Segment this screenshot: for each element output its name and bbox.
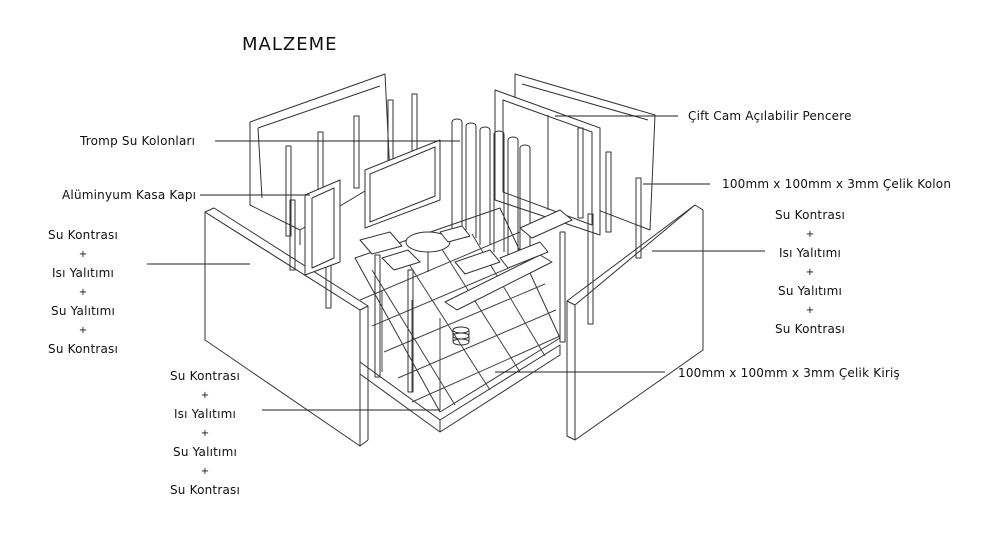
furniture [359,209,573,346]
floor-layers: Su Kontrası + Isı Yalıtımı + Su Yalıtımı… [165,367,245,500]
label-steel-beam: 100mm x 100mm x 3mm Çelik Kiriş [678,366,900,380]
layer-text: Su Kontrası [774,322,846,336]
layer-text: Isı Yalıtımı [173,407,237,421]
layer-text: Isı Yalıtımı [778,246,842,260]
layer-text: Su Yalıtımı [173,445,237,459]
left-wall-panel [204,207,369,447]
double-glazed-window [494,89,601,236]
plus-sign: + [78,287,88,298]
label-tromp-water-columns: Tromp Su Kolonları [80,134,196,148]
label-double-glazed-window: Çift Cam Açılabilir Pencere [688,109,852,123]
layer-text: Su Yalıtımı [778,284,842,298]
back-left-wall [249,73,391,245]
label-steel-column: 100mm x 100mm x 3mm Çelik Kolon [722,177,952,191]
layer-text: Su Kontrası [774,208,846,222]
right-wall-panel [566,204,704,441]
label-aluminum-door: Alüminyum Kasa Kapı [62,188,197,202]
plus-sign: + [805,267,815,278]
plus-sign: + [78,249,88,260]
trombe-water-columns [451,118,531,258]
aluminum-door [304,179,341,276]
leader-lines [147,115,765,411]
layer-text: Su Kontrası [48,342,119,356]
layer-text: Su Yalıtımı [51,304,115,318]
layer-text: Isı Yalıtımı [51,266,115,280]
layer-text: Su Kontrası [169,369,241,383]
page-title: MALZEME [242,34,338,55]
right-wall-layers: Su Kontrası + Isı Yalıtımı + Su Yalıtımı… [770,206,850,339]
plus-sign: + [78,325,88,336]
left-wall-layers: Su Kontrası + Isı Yalıtımı + Su Yalıtımı… [48,226,118,359]
plus-sign: + [200,390,210,401]
plus-sign: + [805,229,815,240]
layer-text: Su Kontrası [169,483,241,497]
layer-text: Su Kontrası [48,228,119,242]
plus-sign: + [200,466,210,477]
plus-sign: + [805,305,815,316]
plus-sign: + [200,428,210,439]
interior-panel [364,139,441,229]
